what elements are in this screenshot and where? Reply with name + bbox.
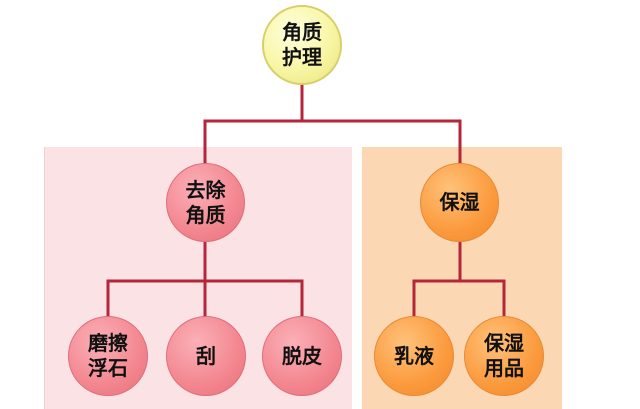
node-moisturize-label: 保湿 — [439, 190, 480, 214]
node-lotion: 乳液 — [374, 316, 454, 396]
node-pumice-label: 磨擦浮石 — [88, 331, 128, 380]
node-pumice: 磨擦浮石 — [68, 316, 148, 396]
root-node-label: 角质护理 — [282, 20, 322, 69]
node-peel-label: 脱皮 — [282, 343, 322, 368]
node-scrape: 刮 — [166, 316, 246, 396]
node-moisturizing-products: 保湿用品 — [464, 316, 544, 396]
node-moisturizing-products-label: 保湿用品 — [484, 331, 524, 380]
node-remove-keratin: 去除角质 — [166, 163, 245, 242]
node-moisturize: 保湿 — [420, 163, 499, 242]
node-lotion-label: 乳液 — [394, 343, 434, 368]
node-remove-keratin-label: 去除角质 — [185, 177, 226, 227]
node-scrape-label: 刮 — [196, 343, 216, 368]
root-node-keratin-care: 角质护理 — [262, 5, 342, 85]
node-peel: 脱皮 — [262, 316, 342, 396]
